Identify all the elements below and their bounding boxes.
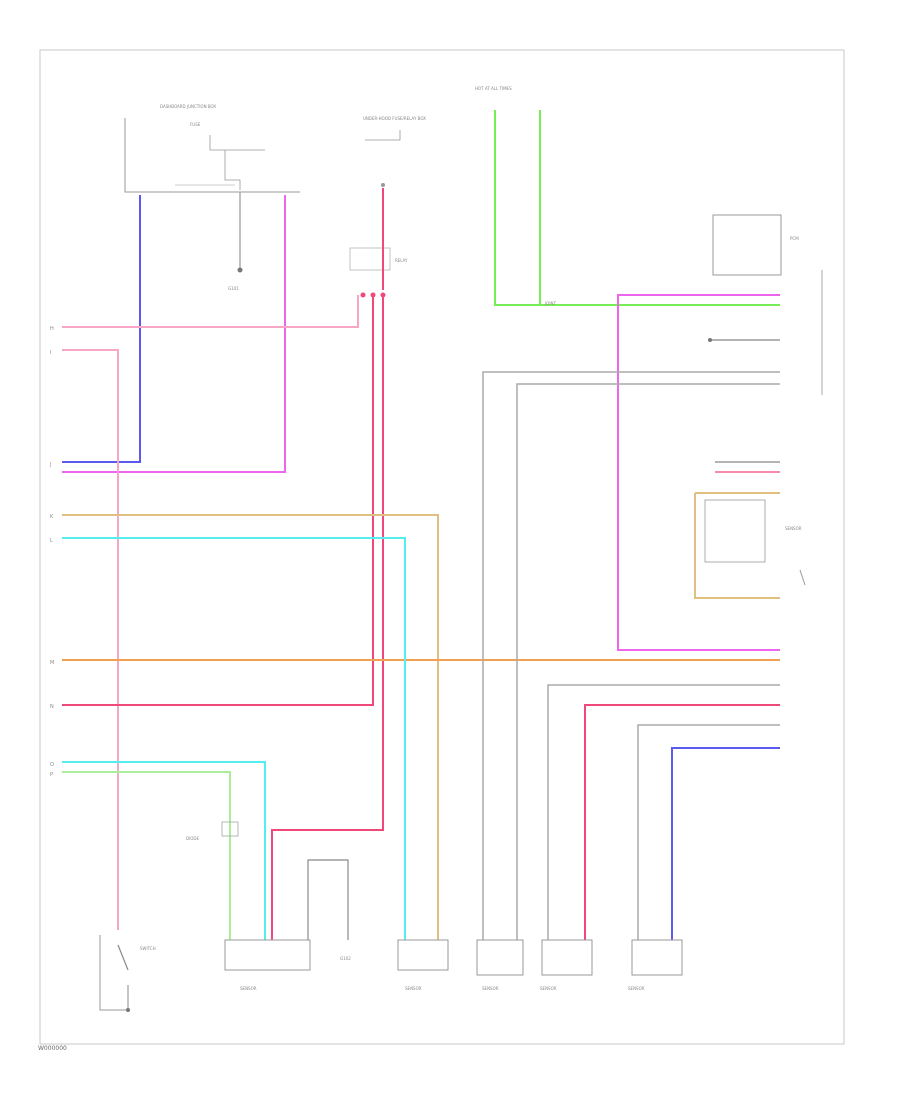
svg-text:O: O <box>50 762 54 768</box>
svg-text:SENSOR: SENSOR <box>785 526 802 531</box>
wire-red-drop-2 <box>271 295 384 940</box>
wire-magenta <box>62 195 286 473</box>
bottom-sensor-1: SENSOR <box>224 939 311 991</box>
svg-text:FUSE: FUSE <box>190 122 201 127</box>
wire-green-1 <box>494 110 780 306</box>
wire-gray-3 <box>547 684 780 940</box>
wire-cyan-1 <box>62 537 406 940</box>
right-sensor: SENSOR <box>694 461 806 599</box>
svg-text:DASHBOARD JUNCTION BOX: DASHBOARD JUNCTION BOX <box>160 104 216 109</box>
bottom-switch: SWITCH <box>99 935 156 1012</box>
wire-gray-loop <box>307 859 349 940</box>
wire-pink-h <box>62 295 359 328</box>
wire-gray-4 <box>637 724 780 940</box>
connector-labels: H I J K L M N O P <box>49 326 54 778</box>
wire-blue-right <box>671 747 780 940</box>
svg-text:SENSOR: SENSOR <box>482 986 499 991</box>
svg-text:I: I <box>50 350 51 356</box>
svg-text:DIODE: DIODE <box>186 836 199 841</box>
svg-text:JOINT: JOINT <box>544 301 557 306</box>
wire-light-green <box>62 771 231 940</box>
svg-text:SENSOR: SENSOR <box>628 986 645 991</box>
bottom-sensor-5: SENSOR <box>628 939 683 991</box>
wire-red-drop-1 <box>62 295 374 706</box>
svg-text:UNDER-HOOD FUSE/RELAY BOX: UNDER-HOOD FUSE/RELAY BOX <box>363 116 426 121</box>
svg-text:SENSOR: SENSOR <box>240 986 257 991</box>
svg-text:H: H <box>50 326 54 332</box>
right-module: PCM <box>712 214 823 395</box>
wire-gray-1 <box>482 371 780 940</box>
wire-magenta-right <box>617 294 780 651</box>
svg-text:L: L <box>50 538 53 544</box>
svg-text:J: J <box>49 462 51 468</box>
svg-text:SENSOR: SENSOR <box>405 986 422 991</box>
svg-text:HOT AT ALL TIMES: HOT AT ALL TIMES <box>475 86 512 91</box>
svg-text:K: K <box>50 514 54 520</box>
svg-text:SWITCH: SWITCH <box>140 946 156 951</box>
wire-pink-i <box>62 349 119 930</box>
svg-text:P: P <box>50 772 53 778</box>
svg-text:PCM: PCM <box>790 236 799 241</box>
bottom-sensor-3: SENSOR <box>476 939 524 991</box>
svg-text:N: N <box>50 704 54 710</box>
wire-gray-2 <box>516 383 780 940</box>
svg-text:G102: G102 <box>340 956 351 961</box>
bottom-sensor-2: SENSOR <box>397 939 449 991</box>
svg-text:G101: G101 <box>228 286 239 291</box>
svg-text:RELAY: RELAY <box>395 258 408 263</box>
page-code: W000000 <box>38 1045 67 1052</box>
wire-tan <box>62 514 439 940</box>
wire-cyan-2 <box>62 761 266 940</box>
top-left-module: DASHBOARD JUNCTION BOX FUSE G101 <box>124 104 300 291</box>
diagram-border <box>39 49 845 1045</box>
wire-blue <box>62 195 141 463</box>
wire-red-right <box>584 704 780 940</box>
svg-text:M: M <box>50 660 54 666</box>
inline-component: DIODE <box>186 821 239 841</box>
svg-text:SENSOR: SENSOR <box>540 986 557 991</box>
bottom-sensor-4: SENSOR <box>540 939 593 991</box>
center-fuse: UNDER-HOOD FUSE/RELAY BOX RELAY <box>349 116 426 271</box>
